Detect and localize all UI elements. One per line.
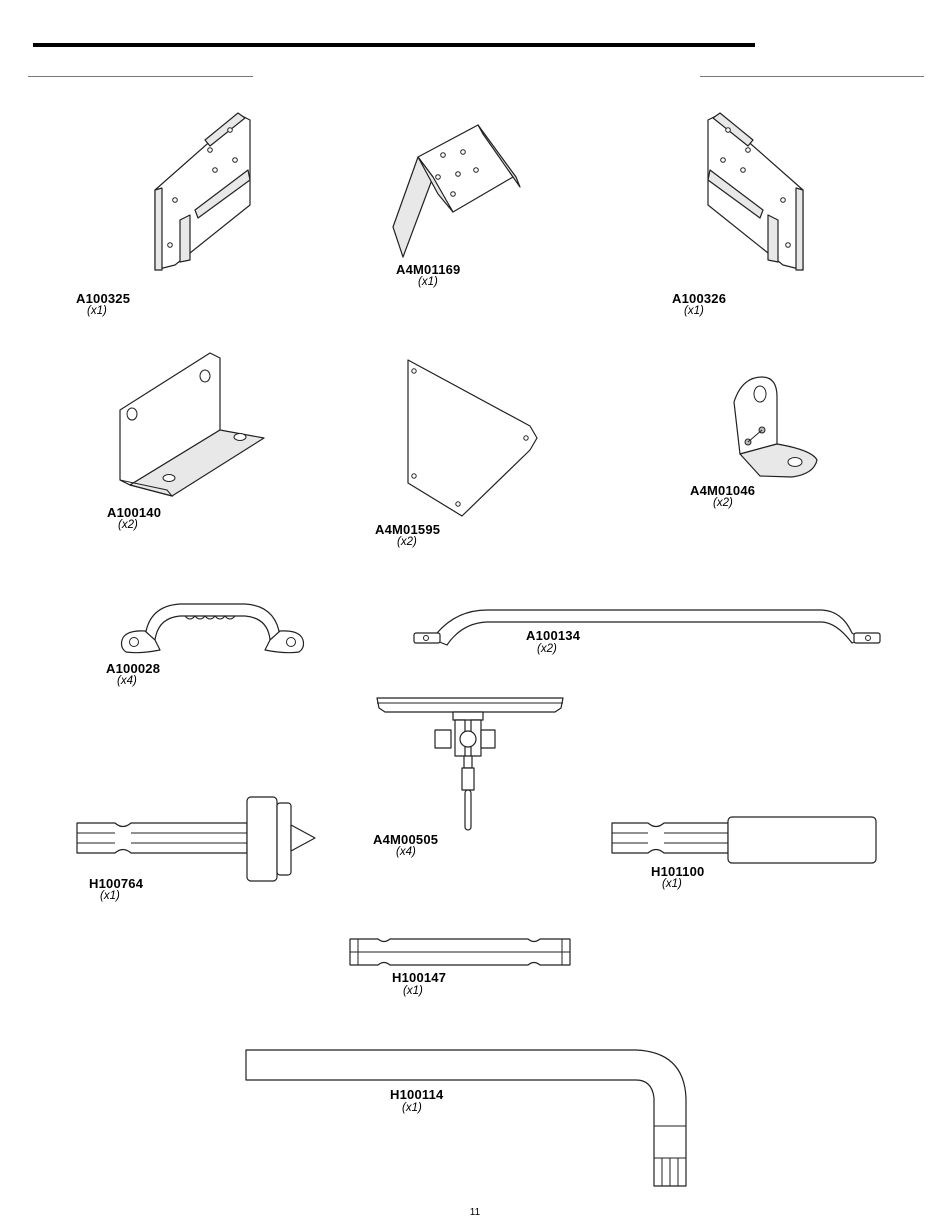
handle-illustration — [120, 598, 305, 663]
bit-holder-illustration — [75, 795, 320, 883]
plate-illustration — [400, 358, 545, 520]
page-number: 11 — [0, 1207, 950, 1218]
part-code: A4M01595 — [375, 522, 440, 537]
section-rule-left — [28, 76, 253, 77]
double-bit-illustration — [348, 935, 573, 970]
part-quantity: (x1) — [403, 985, 423, 997]
part-code: A100028 — [106, 661, 160, 676]
bracket-right-illustration — [703, 110, 808, 275]
part-code: A100134 — [526, 628, 580, 643]
l-key-illustration — [244, 1048, 689, 1193]
part-code: A4M01046 — [690, 483, 755, 498]
part-code: A100140 — [107, 505, 161, 520]
part-code: A4M00505 — [373, 832, 438, 847]
part-quantity: (x2) — [713, 497, 733, 509]
hanger-assembly-illustration — [375, 694, 565, 834]
saddle-bracket-illustration — [388, 122, 523, 262]
part-code: H100114 — [390, 1087, 443, 1102]
part-code: A100326 — [672, 291, 726, 306]
section-rule-right — [700, 76, 924, 77]
part-quantity: (x2) — [397, 536, 417, 548]
part-code: A4M01169 — [396, 262, 460, 277]
part-quantity: (x1) — [100, 890, 120, 902]
bracket-left-illustration — [150, 110, 255, 275]
part-quantity: (x4) — [396, 846, 416, 858]
part-code: H100764 — [89, 876, 143, 891]
part-quantity: (x1) — [684, 305, 704, 317]
part-quantity: (x2) — [537, 643, 557, 655]
part-quantity: (x1) — [662, 878, 682, 890]
part-quantity: (x1) — [418, 276, 438, 288]
small-bracket-illustration — [722, 372, 822, 482]
part-code: A100325 — [76, 291, 130, 306]
long-handle-illustration — [412, 605, 884, 655]
part-quantity: (x1) — [87, 305, 107, 317]
part-quantity: (x1) — [402, 1102, 422, 1114]
part-code: H101100 — [651, 864, 704, 879]
part-code: H100147 — [392, 970, 446, 985]
bit-sleeve-illustration — [610, 815, 880, 865]
angle-bracket-illustration — [112, 350, 272, 498]
header-rule — [33, 43, 755, 47]
part-quantity: (x4) — [117, 675, 137, 687]
part-quantity: (x2) — [118, 519, 138, 531]
